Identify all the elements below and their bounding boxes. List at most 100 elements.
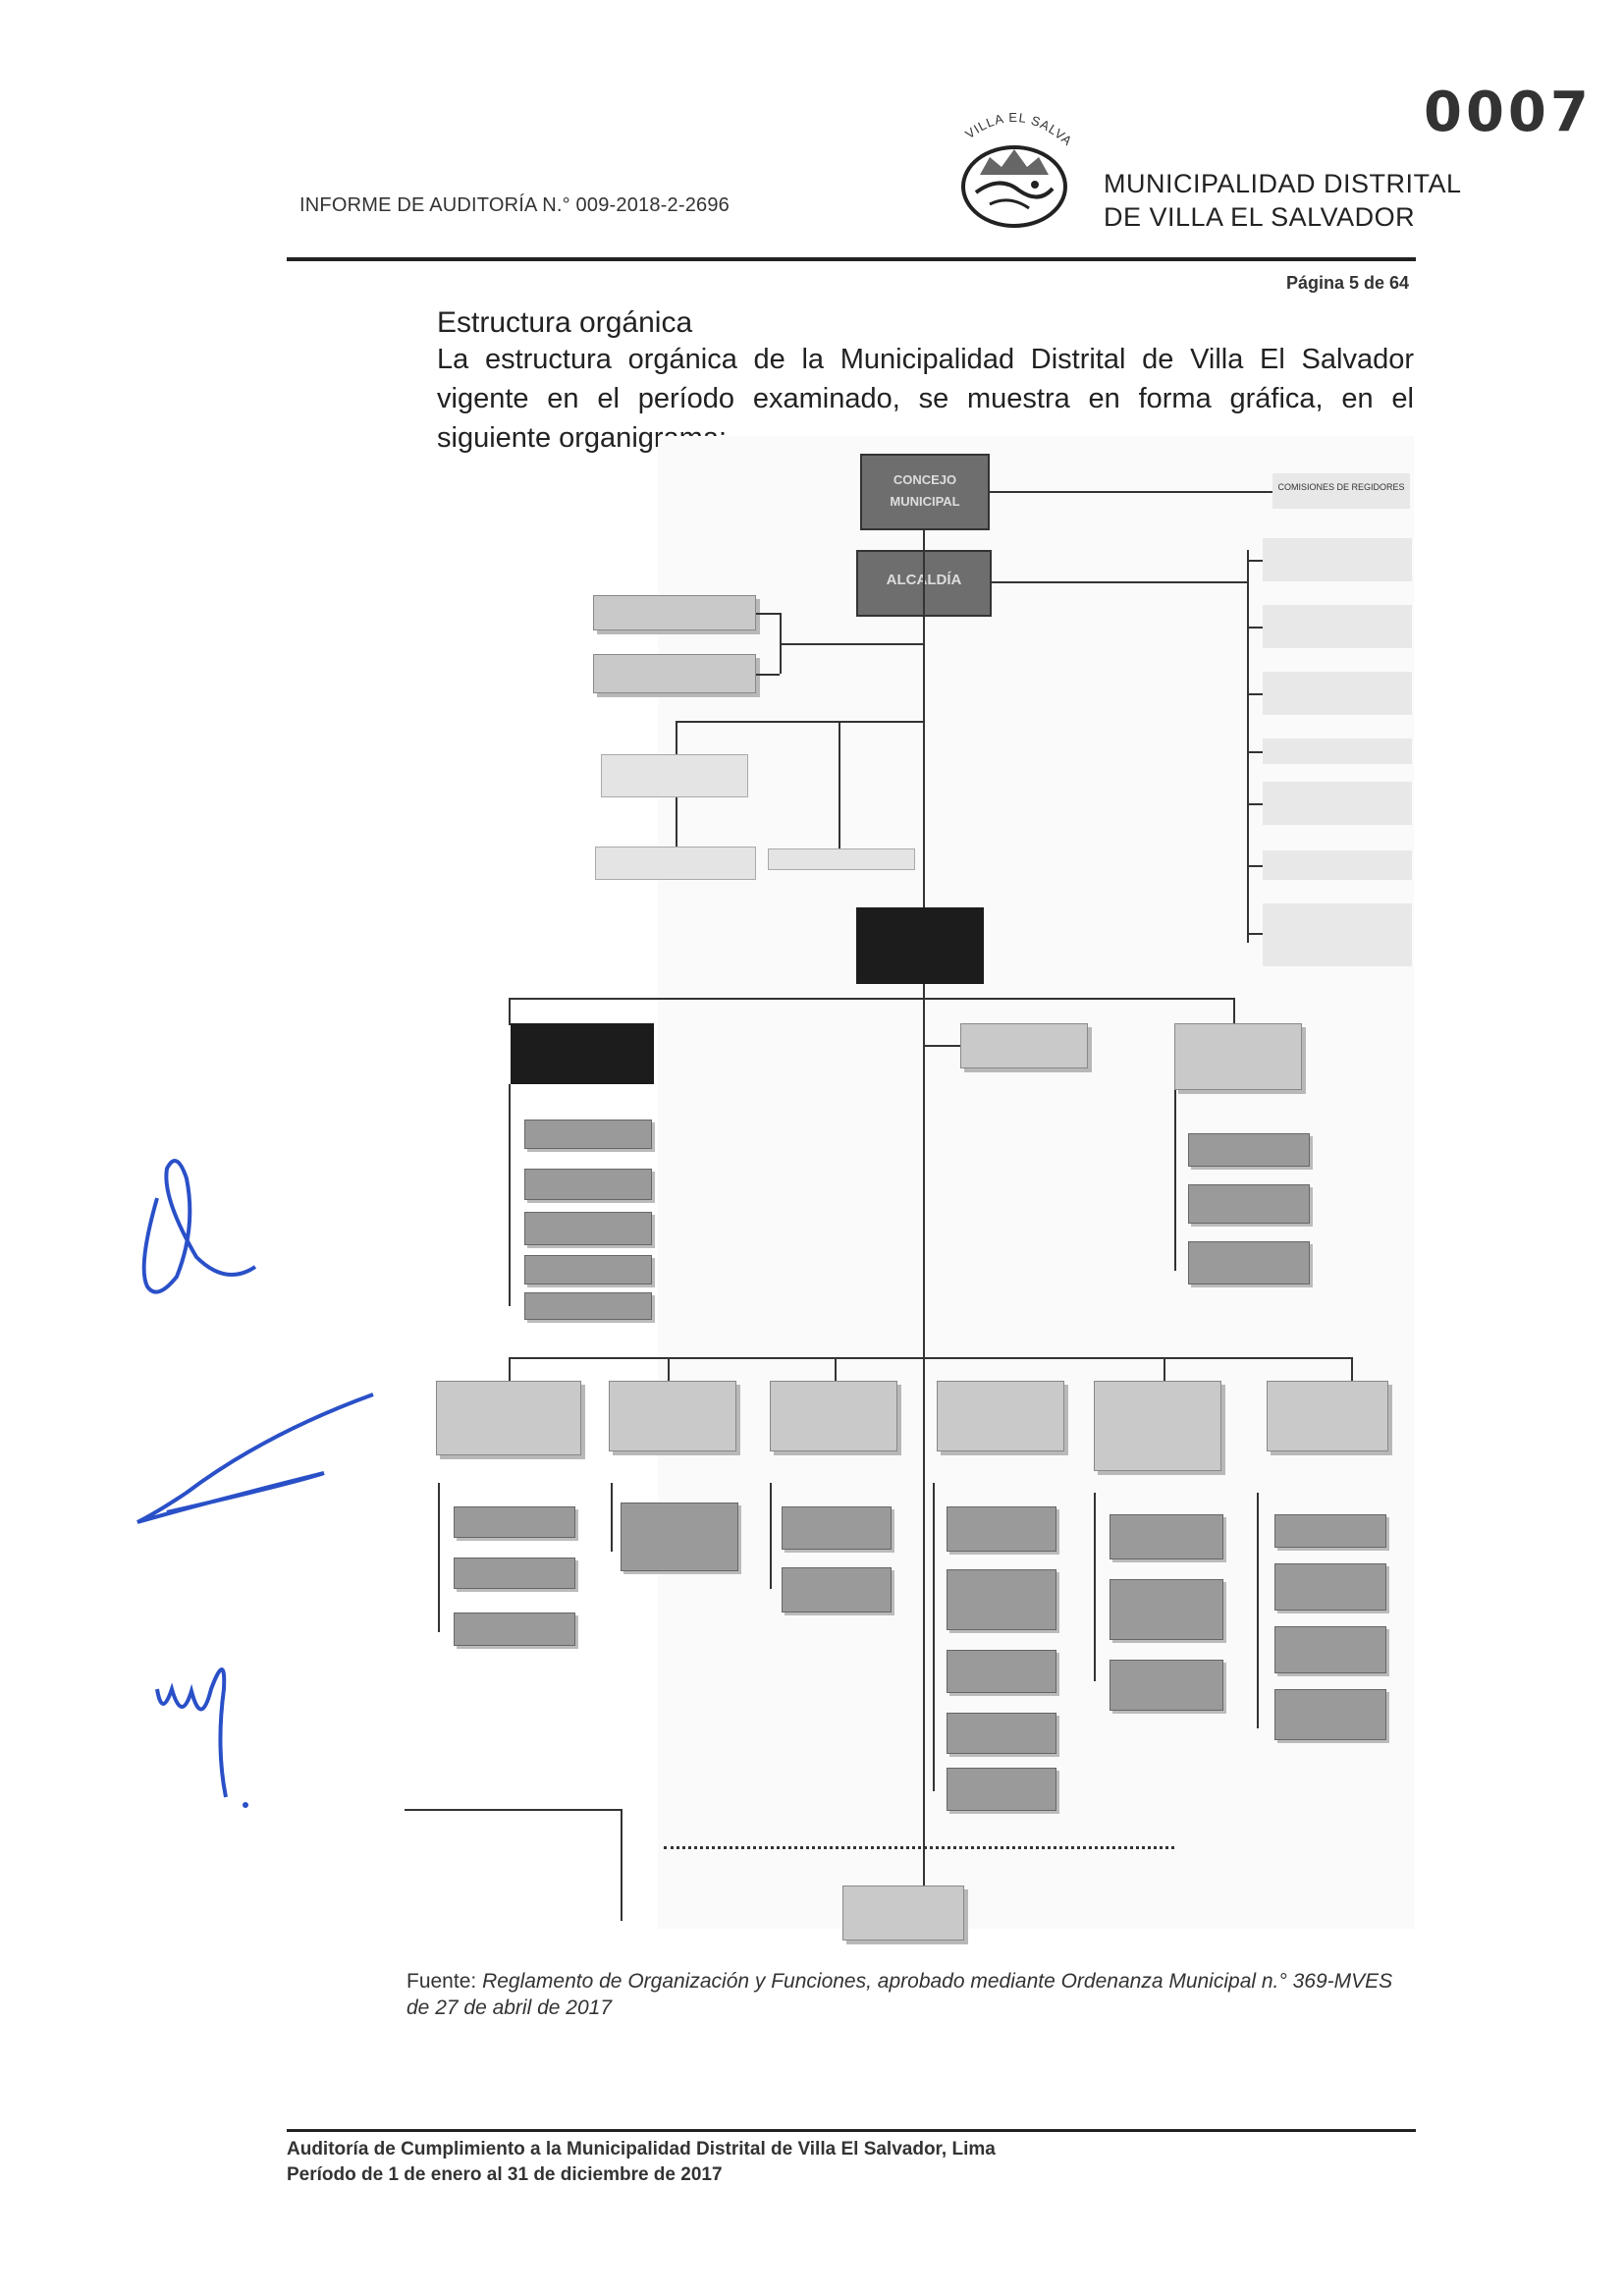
chart-connector	[676, 721, 677, 756]
chart-connector	[990, 491, 1274, 493]
org-box-secretaria-sub-2	[768, 848, 915, 870]
org-box-right-5	[1263, 782, 1412, 825]
header-rule	[287, 257, 1416, 261]
org-box-g3-sub-2	[782, 1567, 892, 1613]
chart-connector	[923, 1045, 960, 1047]
org-chart-legend	[405, 1809, 623, 1921]
municipality-logo: VILLA EL SALVADOR	[945, 94, 1078, 232]
org-box-admin-sub-2	[524, 1169, 652, 1200]
chart-connector	[839, 721, 840, 848]
org-box-planeamiento	[1174, 1023, 1302, 1090]
chart-connector	[756, 613, 780, 615]
chart-connector	[1351, 1357, 1353, 1383]
org-box-comisiones	[1272, 473, 1410, 509]
org-box-g4-sub-5	[947, 1768, 1056, 1811]
org-box-g4-sub-3	[947, 1650, 1056, 1693]
org-box-gerencia-1	[436, 1381, 581, 1455]
org-box-plan-sub-3	[1188, 1241, 1310, 1285]
org-box-gerencia-3	[770, 1381, 897, 1451]
chart-connector	[780, 643, 923, 645]
chart-connector	[676, 797, 677, 847]
org-box-secretaria-sub-1	[595, 847, 756, 880]
chart-spine	[923, 530, 925, 1886]
chart-connector	[1174, 1090, 1176, 1271]
page-number: Página 5 de 64	[1286, 273, 1410, 293]
municipality-name: MUNICIPALIDAD DISTRITAL DE VILLA EL SALV…	[1104, 167, 1462, 234]
chart-connector	[509, 1357, 511, 1383]
figure-source-caption: Fuente: Reglamento de Organización y Fun…	[406, 1968, 1418, 2021]
chart-connector	[509, 998, 511, 1025]
org-box-plan-sub-2	[1188, 1184, 1310, 1224]
org-box-agencia-municipal	[842, 1886, 964, 1941]
org-box-g4-sub-4	[947, 1713, 1056, 1754]
org-box-g5-sub-2	[1110, 1579, 1223, 1640]
chart-connector	[1247, 803, 1263, 805]
stamp-folio-number: 0007	[1424, 81, 1593, 144]
org-box-admin-sub-4	[524, 1255, 652, 1285]
chart-connector	[756, 674, 780, 676]
org-box-g1-sub-3	[454, 1613, 575, 1646]
chart-connector	[1247, 865, 1263, 867]
org-box-right-4	[1263, 738, 1412, 764]
chart-connector	[668, 1357, 670, 1383]
chart-connector	[933, 1483, 935, 1791]
chart-connector	[1164, 1357, 1165, 1383]
org-box-g2-sub-1	[621, 1503, 738, 1571]
org-box-g4-sub-2	[947, 1569, 1056, 1630]
org-box-g1-sub-2	[454, 1558, 575, 1589]
chart-connector	[992, 581, 1249, 583]
org-box-administracion	[511, 1023, 654, 1084]
section-title: Estructura orgánica	[437, 306, 693, 339]
chart-connector	[509, 1357, 1353, 1359]
org-box-right-3	[1263, 672, 1412, 715]
org-box-comisiones-label: COMISIONES DE REGIDORES	[1277, 482, 1405, 492]
org-box-g6-sub-1	[1274, 1514, 1386, 1548]
signature-3	[155, 1667, 248, 1808]
chart-connector	[438, 1483, 440, 1632]
org-box-gerencia-2	[609, 1381, 736, 1451]
report-reference: INFORME DE AUDITORÍA N.° 009-2018-2-2696	[299, 194, 731, 216]
chart-connector	[1247, 933, 1263, 935]
footer-rule	[287, 2129, 1416, 2132]
chart-connector	[611, 1483, 613, 1552]
municipality-name-line1: MUNICIPALIDAD DISTRITAL	[1104, 169, 1462, 198]
org-box-right-7	[1263, 903, 1412, 966]
org-box-admin-sub-5	[524, 1292, 652, 1320]
org-box-secretaria	[601, 754, 748, 797]
org-box-asesoria-juridica	[960, 1023, 1088, 1068]
svg-text:VILLA EL SALVADOR: VILLA EL SALVADOR	[950, 106, 1075, 148]
org-box-right-2	[1263, 605, 1412, 648]
chart-connector	[676, 721, 923, 723]
org-box-gerencia-municipal	[856, 907, 984, 984]
chart-connector	[835, 1357, 837, 1383]
source-label: Fuente:	[406, 1970, 477, 1993]
footer-line-1: Auditoría de Cumplimiento a la Municipal…	[287, 2139, 996, 2159]
chart-connector	[770, 1483, 772, 1589]
chart-connector	[1094, 1493, 1096, 1681]
org-box-g5-sub-3	[1110, 1660, 1223, 1711]
chart-connector	[1247, 627, 1263, 629]
municipality-name-line2: DE VILLA EL SALVADOR	[1104, 202, 1416, 232]
org-box-g6-sub-2	[1274, 1563, 1386, 1611]
org-box-concejo-municipal	[860, 454, 990, 530]
org-box-admin-sub-1	[524, 1120, 652, 1149]
signature-1	[141, 1159, 257, 1294]
chart-connector	[509, 1084, 511, 1306]
chart-connector	[1247, 550, 1249, 943]
chart-connector	[1247, 693, 1263, 695]
chart-connector	[1247, 751, 1263, 753]
org-box-g1-sub-1	[454, 1506, 575, 1538]
org-box-control-2	[593, 654, 756, 693]
logo-text: VILLA EL SALVADOR	[945, 94, 1074, 148]
source-text: Reglamento de Organización y Funciones, …	[406, 1970, 1393, 2019]
coordination-dotted-line	[664, 1846, 1174, 1849]
org-box-gerencia-4	[937, 1381, 1064, 1451]
chart-connector	[1233, 998, 1235, 1025]
org-box-g6-sub-4	[1274, 1689, 1386, 1740]
chart-connector	[1247, 560, 1263, 562]
signature-2	[136, 1393, 374, 1524]
org-box-g6-sub-3	[1274, 1626, 1386, 1673]
org-box-admin-sub-3	[524, 1212, 652, 1245]
chart-connector	[1257, 1493, 1259, 1728]
org-box-gerencia-6	[1267, 1381, 1388, 1451]
